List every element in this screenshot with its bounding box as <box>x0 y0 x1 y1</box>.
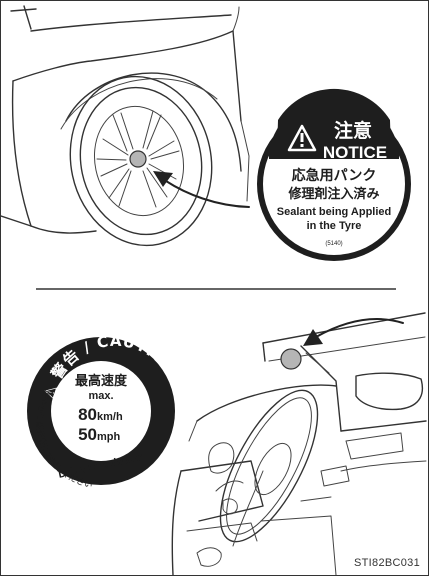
wheel-arch <box>61 73 241 171</box>
caution-max-label: max. <box>88 390 113 402</box>
car-body-top <box>1 6 249 233</box>
speed-kmh-unit: km/h <box>97 411 123 423</box>
notice-line-jp-2: 修理剤注入済み <box>287 186 379 202</box>
notice-header-en: NOTICE <box>323 143 387 162</box>
speed-mph-value: 50 <box>78 425 97 444</box>
caution-title-jp: 最高速度 <box>75 373 128 389</box>
figure-code: STI82BC031 <box>354 557 420 569</box>
car-interior <box>172 313 426 575</box>
valve-cap-marker <box>130 151 146 167</box>
notice-line-jp-1: 応急用パンク <box>292 167 377 184</box>
speed-kmh-value: 80 <box>78 405 97 424</box>
caution-sticker: ⚠ 警告 / CAUTION 最高速度 max. 80 km/h 50 mph … <box>27 332 181 491</box>
notice-line-en-1: Sealant being Applied <box>277 206 392 218</box>
notice-sticker: 注意 NOTICE 応急用パンク 修理剤注入済み Sealant being A… <box>260 89 408 258</box>
sticker-location-marker <box>281 349 301 369</box>
notice-header-jp: 注意 <box>334 119 372 142</box>
notice-line-en-2: in the Tyre <box>307 220 362 232</box>
notice-code: (5140) <box>325 241 342 247</box>
speed-mph-unit: mph <box>97 431 121 443</box>
wheel <box>55 63 227 258</box>
steering-wheel <box>201 377 336 555</box>
